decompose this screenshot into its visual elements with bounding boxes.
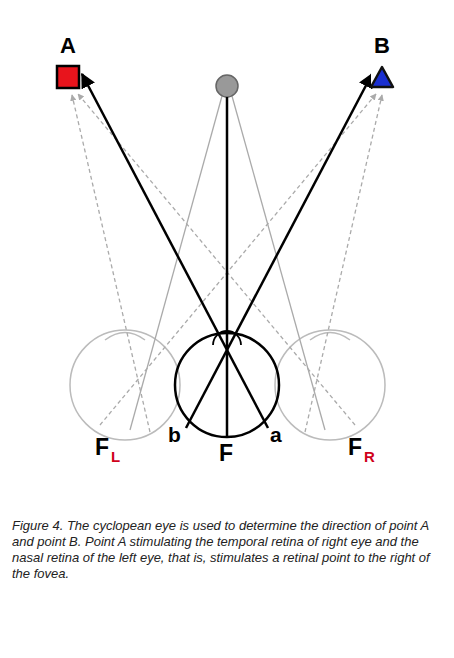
right-eye xyxy=(275,330,385,440)
fovea-letter: F xyxy=(348,436,362,459)
fovea-letter: F xyxy=(219,442,233,465)
point-label: B xyxy=(367,34,397,58)
left-eye xyxy=(70,330,180,440)
retina-point: b xyxy=(168,424,181,445)
eye-subscript: L xyxy=(111,449,120,464)
point-label: A xyxy=(53,34,83,58)
eye-subscript: R xyxy=(364,449,375,464)
fovea-letter: F xyxy=(95,436,109,459)
target-node: B xyxy=(367,34,397,90)
target-node: A xyxy=(53,34,83,90)
target-square xyxy=(55,64,81,90)
target-triangle xyxy=(369,64,395,90)
figure-caption: Figure 4. The cyclopean eye is used to d… xyxy=(12,518,444,582)
fixation-point xyxy=(216,75,238,97)
retina-point: a xyxy=(270,424,282,445)
cyclopean-eye xyxy=(82,74,372,437)
